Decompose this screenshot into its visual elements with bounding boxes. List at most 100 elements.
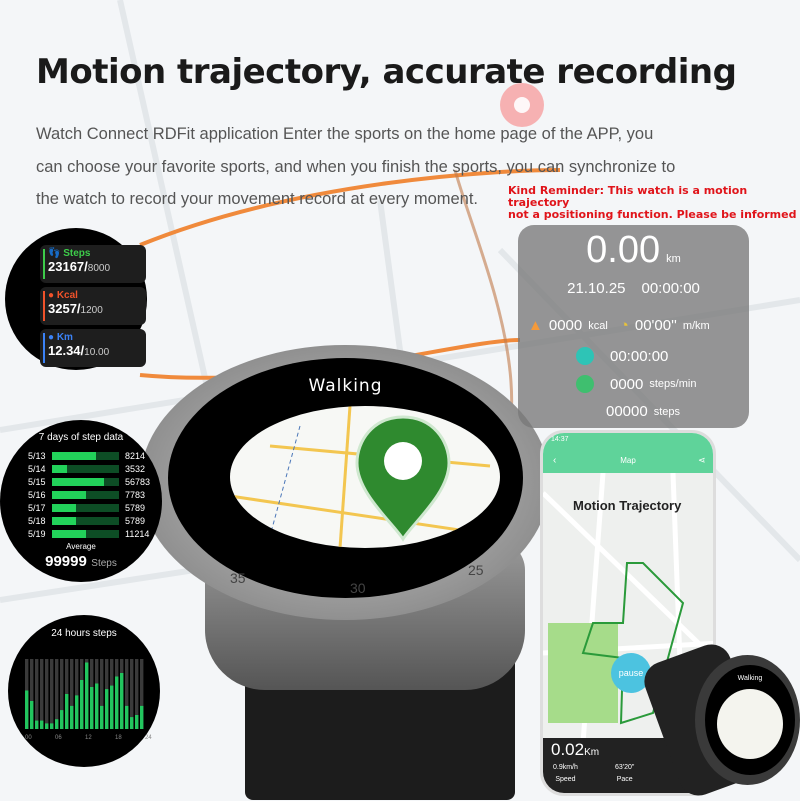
- day-steps: 56783: [125, 476, 151, 487]
- hour-bar-track: [45, 659, 49, 729]
- phone-distance-unit: Km: [584, 747, 600, 758]
- speed-label: Speed: [555, 776, 576, 783]
- day-bar-fill: [52, 477, 104, 486]
- location-pin-icon: ●: [48, 332, 55, 343]
- bezel-number: 35: [230, 570, 246, 586]
- hour-bar: [50, 723, 54, 729]
- goal-value: 12.34/: [48, 343, 85, 358]
- goal-target: 1200: [80, 305, 103, 316]
- week-title: 7 days of step data: [38, 432, 124, 443]
- average-value: 99999: [45, 553, 87, 570]
- reminder-line: Kind Reminder: This watch is a motion tr…: [508, 184, 748, 209]
- hour-tick: 24: [145, 735, 152, 741]
- distance-value: 0.00: [586, 229, 661, 271]
- goal-target: 8000: [87, 263, 111, 274]
- day-steps: 3532: [125, 463, 146, 474]
- day-bar-track: [52, 477, 119, 486]
- app-header: 14:37 ‹ Map ⋖: [543, 433, 713, 473]
- hour-bar-track: [60, 659, 64, 729]
- small-watch-mode: Walking: [737, 675, 763, 682]
- phone-distance: 0.02: [551, 740, 585, 759]
- hour-bar: [60, 710, 64, 729]
- hour-bar: [100, 705, 104, 729]
- day-date: 5/14: [28, 463, 46, 474]
- timer-icon: ◔: [619, 317, 629, 334]
- hour-bar: [30, 701, 34, 729]
- phone: 14:37 ‹ Map ⋖ Motion Trajectory pause 0.…: [540, 430, 716, 796]
- hour-bar: [70, 705, 74, 729]
- hour-bar-track: [100, 659, 104, 729]
- overlay-title: Motion Trajectory: [573, 498, 682, 513]
- hour-bar: [135, 715, 139, 729]
- day-date: 5/18: [28, 515, 46, 526]
- speed-value: 0.9km/h: [553, 764, 578, 771]
- day-title: 24 hours steps: [51, 628, 117, 639]
- pace-unit: m/km: [682, 319, 710, 332]
- hour-tick: 06: [55, 735, 62, 741]
- day-row: 5/19 11214: [28, 528, 158, 539]
- footsteps-icon: 👣: [48, 248, 61, 259]
- hour-bar-track: [55, 659, 59, 729]
- day-bar-fill: [52, 516, 77, 525]
- day-steps: 7783: [125, 489, 146, 500]
- day-bar-fill: [52, 529, 86, 538]
- steps-unit: steps: [653, 405, 681, 418]
- hour-bar: [55, 719, 59, 729]
- day-date: 5/15: [28, 476, 46, 487]
- hour-bar: [75, 695, 79, 729]
- pace-value: 00'00'': [634, 317, 677, 334]
- page-title: Motion trajectory, accurate recording: [36, 52, 737, 92]
- small-watch-map: [717, 689, 783, 759]
- day-bar-track: [52, 490, 119, 499]
- distance-unit: km: [666, 252, 681, 265]
- day-date: 5/19: [28, 528, 46, 539]
- bezel-number: 25: [468, 562, 484, 578]
- average-unit: Steps: [91, 558, 117, 569]
- day-date: 5/13: [28, 450, 46, 461]
- hour-bar-track: [130, 659, 134, 729]
- day-bar-track: [52, 464, 119, 473]
- day-bar-fill: [52, 490, 86, 499]
- description-line: Watch Connect RDFit application Enter th…: [36, 125, 654, 143]
- goal-label: Steps: [63, 248, 91, 259]
- day-bar-fill: [52, 464, 68, 473]
- pace-label: Pace: [616, 776, 633, 783]
- date: 21.10.25: [567, 280, 626, 297]
- hour-bar: [45, 723, 49, 729]
- share-icon[interactable]: ⋖: [698, 455, 706, 465]
- hour-bar-track: [75, 659, 79, 729]
- small-watch-screen: Walking: [705, 665, 795, 775]
- day-bar-track: [52, 516, 119, 525]
- day-bar-track: [52, 529, 119, 538]
- description: Watch Connect RDFit application Enter th…: [36, 118, 726, 216]
- back-icon[interactable]: ‹: [553, 455, 557, 466]
- day-steps: 11214: [125, 528, 150, 539]
- goal-card-kcal: ● Kcal 3257/1200: [40, 287, 146, 325]
- location-pin-icon: [355, 415, 451, 542]
- hour-bar: [140, 705, 144, 729]
- day-bar-track: [52, 503, 119, 512]
- goal-value: 3257/: [48, 301, 81, 316]
- steps-value: 00000: [606, 403, 648, 420]
- hour-bar-track: [70, 659, 74, 729]
- kcal-value: 0000: [548, 317, 583, 334]
- hour-bar-track: [140, 659, 144, 729]
- cadence-value: 0000: [610, 375, 644, 393]
- day-bar-fill: [52, 503, 77, 512]
- hour-bar-track: [35, 659, 39, 729]
- description-line: the watch to record your movement record…: [36, 190, 479, 208]
- goal-value: 23167/: [48, 259, 88, 274]
- hour-bar: [95, 683, 99, 729]
- hour-bar: [115, 676, 119, 729]
- kind-reminder: Kind Reminder: This watch is a motion tr…: [508, 185, 800, 221]
- goal-label: Kcal: [56, 290, 78, 301]
- hour-bar: [110, 685, 114, 729]
- hour-bar: [125, 705, 129, 729]
- flame-icon: ▲: [528, 317, 543, 334]
- day-row: 5/15 56783: [28, 476, 158, 487]
- day-date: 5/17: [28, 502, 46, 513]
